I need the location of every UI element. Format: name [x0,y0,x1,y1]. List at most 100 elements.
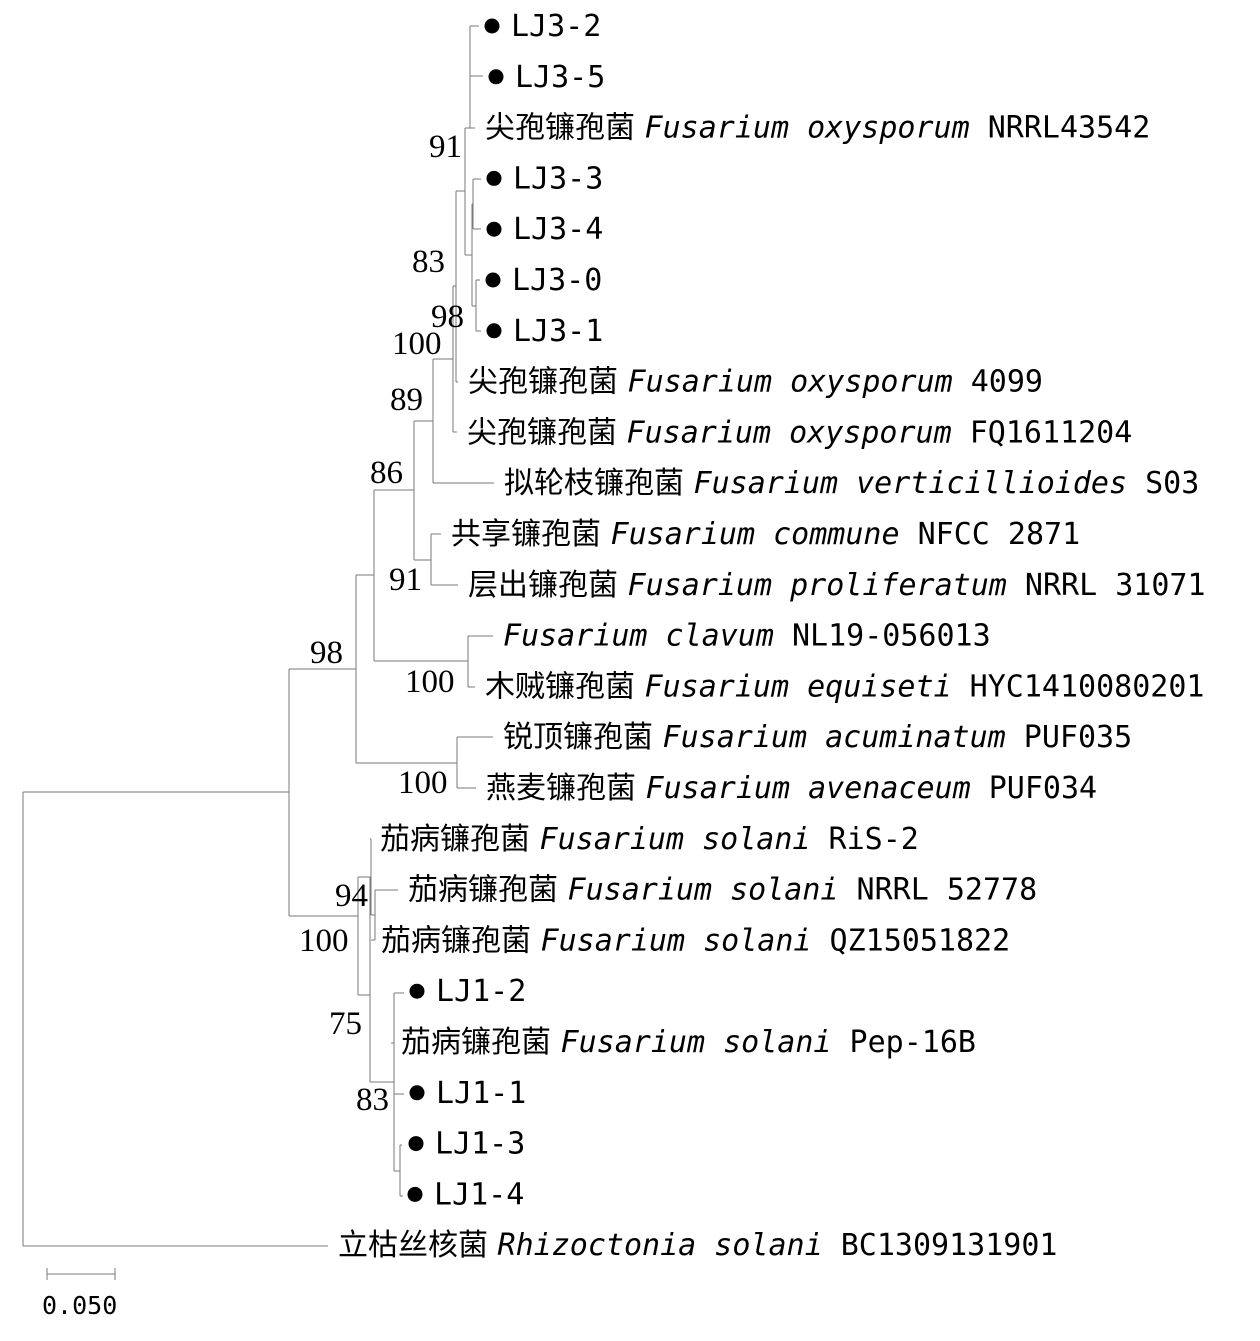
leaf-label: 尖孢镰孢菌 Fusarium oxysporum FQ1611204 [467,415,1132,450]
isolate-dot-marker [409,983,425,999]
bootstrap-value: 83 [412,244,445,280]
species-name: Fusarium verticillioides [694,466,1146,501]
leaf-label: LJ1-1 [436,1076,526,1111]
chinese-name: 尖孢镰孢菌 [485,111,645,146]
leaf-label: 茄病镰孢菌 Fusarium solani NRRL 52778 [408,873,1037,908]
isolate-dot-marker [407,1186,423,1202]
strain-id: NRRL 31071 [1025,568,1206,603]
strain-id: FQ1611204 [970,415,1133,450]
bootstrap-value: 75 [329,1006,362,1042]
bootstrap-value: 83 [356,1082,389,1118]
isolate-markers [407,18,504,1202]
leaf-label: LJ3-2 [511,9,601,44]
species-name: Rhizoctonia solani [498,1228,841,1263]
bootstrap-value: 94 [335,878,368,914]
chinese-name: 茄病镰孢菌 [401,1025,561,1060]
chinese-name: 尖孢镰孢菌 [468,365,628,400]
strain-id: NL19-056013 [792,619,991,654]
bootstrap-value: 100 [398,765,448,801]
strain-id: NFCC 2871 [918,517,1081,552]
chinese-name: 拟轮枝镰孢菌 [504,466,694,501]
strain-id: BC1309131901 [841,1228,1058,1263]
species-name: Fusarium solani [540,822,829,857]
chinese-name: 尖孢镰孢菌 [467,415,627,450]
bootstrap-value: 91 [389,562,422,598]
leaf-label: LJ3-0 [512,263,602,298]
leaf-label: 层出镰孢菌 Fusarium proliferatum NRRL 31071 [468,568,1206,603]
strain-id: RiS-2 [829,822,919,857]
bootstrap-value: 91 [429,129,462,165]
chinese-name: 锐顶镰孢菌 [503,720,663,755]
leaf-label: Fusarium clavum NL19-056013 [503,619,991,654]
species-name: Fusarium solani [568,873,857,908]
leaf-label: LJ1-2 [436,974,526,1009]
bootstrap-value: 100 [392,326,442,362]
scale-bar-line [46,1268,116,1280]
chinese-name: 茄病镰孢菌 [381,923,541,958]
species-name: Fusarium avenaceum [646,771,989,806]
tree-branches [22,25,494,1247]
species-name: Fusarium oxysporum [627,415,970,450]
isolate-dot-marker [488,69,504,85]
strain-id: QZ15051822 [830,923,1011,958]
leaf-label: 茄病镰孢菌 Fusarium solani RiS-2 [380,822,919,857]
chinese-name: 燕麦镰孢菌 [486,771,646,806]
strain-id: S03 [1145,466,1199,501]
species-name: Fusarium proliferatum [628,568,1025,603]
strain-id: PUF034 [989,771,1097,806]
chinese-name: 层出镰孢菌 [468,568,628,603]
bootstrap-values: 91 83 98 100 89 86 91 98 100 100 94 100 … [299,129,464,1118]
isolate-dot-marker [486,323,502,339]
leaf-label: LJ1-3 [435,1127,525,1162]
strain-id: Pep-16B [850,1025,976,1060]
chinese-name: 木贼镰孢菌 [485,669,645,704]
isolate-dot-marker [486,221,502,237]
leaf-label: LJ3-1 [513,314,603,349]
strain-id: 4099 [971,365,1043,400]
leaf-label: 锐顶镰孢菌 Fusarium acuminatum PUF035 [503,720,1132,755]
leaf-label: 尖孢镰孢菌 Fusarium oxysporum NRRL43542 [485,111,1150,146]
chinese-name: 共享镰孢菌 [451,517,611,552]
scale-bar-label: 0.050 [42,1291,117,1320]
leaf-label: 立枯丝核菌 Rhizoctonia solani BC1309131901 [338,1228,1057,1263]
species-name: Fusarium oxysporum [645,111,988,146]
bootstrap-value: 86 [370,455,403,491]
bootstrap-value: 100 [299,923,349,959]
species-name: Fusarium solani [541,923,830,958]
scale-bar: 0.050 [42,1268,117,1320]
leaf-label: 燕麦镰孢菌 Fusarium avenaceum PUF034 [486,771,1097,806]
bootstrap-value: 89 [390,382,423,418]
species-name: Fusarium solani [561,1025,850,1060]
species-name: Fusarium acuminatum [663,720,1024,755]
leaf-label: 木贼镰孢菌 Fusarium equiseti HYC1410080201 [485,669,1204,704]
bootstrap-value: 98 [431,299,464,335]
species-name: Fusarium clavum [503,619,792,654]
isolate-dot-marker [409,1085,425,1101]
bootstrap-value: 98 [310,635,343,671]
leaf-label: LJ1-4 [434,1177,524,1212]
leaf-label: LJ3-5 [515,60,605,95]
leaf-label: 茄病镰孢菌 Fusarium solani Pep-16B [401,1025,976,1060]
bootstrap-value: 100 [405,664,455,700]
species-name: Fusarium equiseti [645,669,970,704]
leaf-label: LJ3-4 [513,212,603,247]
species-name: Fusarium oxysporum [628,365,971,400]
chinese-name: 茄病镰孢菌 [380,822,540,857]
leaf-label: 共享镰孢菌 Fusarium commune NFCC 2871 [451,517,1080,552]
chinese-name: 茄病镰孢菌 [408,873,568,908]
leaf-label: LJ3-3 [513,161,603,196]
strain-id: HYC1410080201 [970,669,1205,704]
strain-id: NRRL 52778 [857,873,1038,908]
chinese-name: 立枯丝核菌 [338,1228,498,1263]
isolate-dot-marker [484,18,500,34]
leaf-label: 尖孢镰孢菌 Fusarium oxysporum 4099 [468,365,1043,400]
species-name: Fusarium commune [611,517,918,552]
leaf-label: 茄病镰孢菌 Fusarium solani QZ15051822 [381,923,1010,958]
strain-id: NRRL43542 [988,111,1151,146]
isolate-dot-marker [486,170,502,186]
isolate-dot-marker [408,1136,424,1152]
isolate-dot-marker [485,272,501,288]
leaf-label: 拟轮枝镰孢菌 Fusarium verticillioides S03 [504,466,1199,501]
